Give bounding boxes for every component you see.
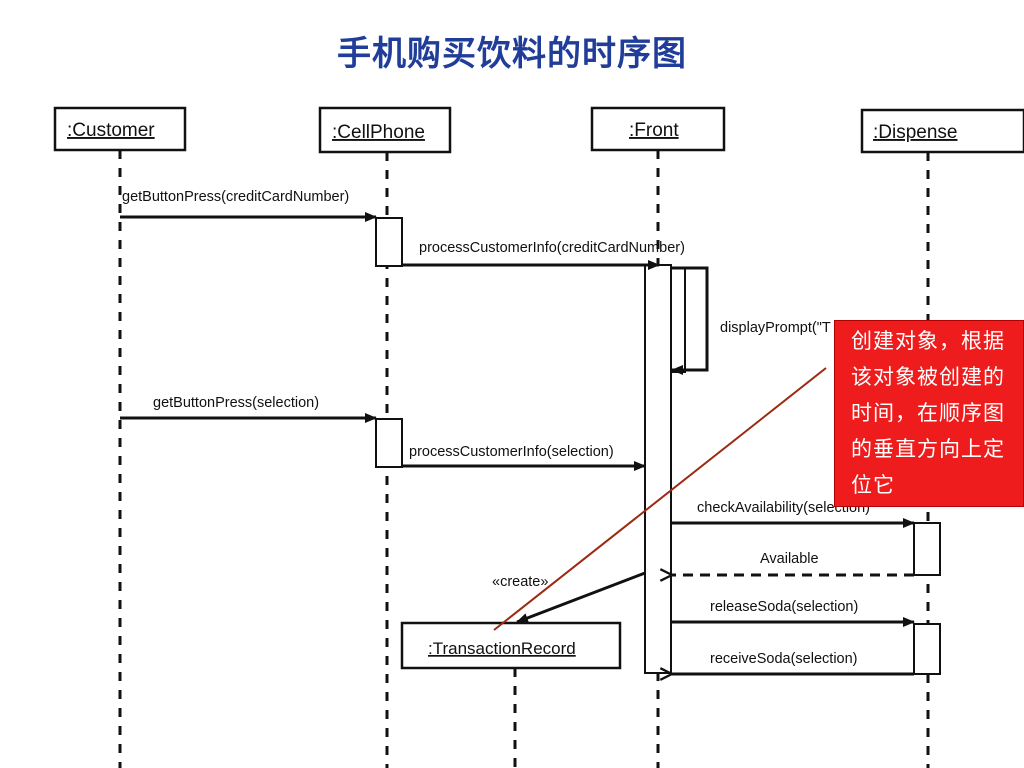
transaction-label: :TransactionRecord bbox=[428, 639, 576, 658]
msg3-self-arrow bbox=[671, 266, 709, 375]
transaction-object-box bbox=[400, 621, 622, 670]
customer-object-box bbox=[53, 106, 187, 152]
msg6-label: checkAvailability(selection) bbox=[697, 500, 870, 516]
dispenser-label: :Dispense bbox=[873, 122, 958, 143]
msg7-label: Available bbox=[760, 551, 819, 567]
cellphone-activation-2 bbox=[375, 418, 403, 468]
dispenser-object-box bbox=[860, 108, 1024, 154]
msg3-label: displayPrompt("T bbox=[720, 320, 831, 336]
msg10-label: receiveSoda(selection) bbox=[710, 651, 858, 667]
front-label: :Front bbox=[629, 120, 679, 141]
msg2-label: processCustomerInfo(creditCardNumber) bbox=[419, 240, 685, 256]
dispenser-activation-2 bbox=[913, 623, 941, 675]
msg8-create-arrow bbox=[516, 571, 646, 624]
msg1-label: getButtonPress(creditCardNumber) bbox=[122, 189, 349, 205]
front-activation-self bbox=[670, 267, 686, 373]
callout-pointer-line bbox=[493, 367, 827, 631]
front-object-box bbox=[590, 106, 726, 152]
front-activation-main bbox=[644, 264, 672, 674]
cellphone-activation-1 bbox=[375, 217, 403, 267]
cellphone-label: :CellPhone bbox=[332, 122, 425, 143]
cellphone-object-box bbox=[318, 106, 452, 154]
msg4-label: getButtonPress(selection) bbox=[153, 395, 319, 411]
dispenser-activation-1 bbox=[913, 522, 941, 576]
msg8-label: «create» bbox=[492, 574, 548, 590]
annotation-callout: 创建对象，根据该对象被创建的时间，在顺序图的垂直方向上定位它 bbox=[834, 320, 1024, 507]
msg5-label: processCustomerInfo(selection) bbox=[409, 444, 614, 460]
page-title: 手机购买饮料的时序图 bbox=[337, 34, 687, 74]
msg9-label: releaseSoda(selection) bbox=[710, 599, 858, 615]
customer-label: :Customer bbox=[67, 120, 155, 141]
